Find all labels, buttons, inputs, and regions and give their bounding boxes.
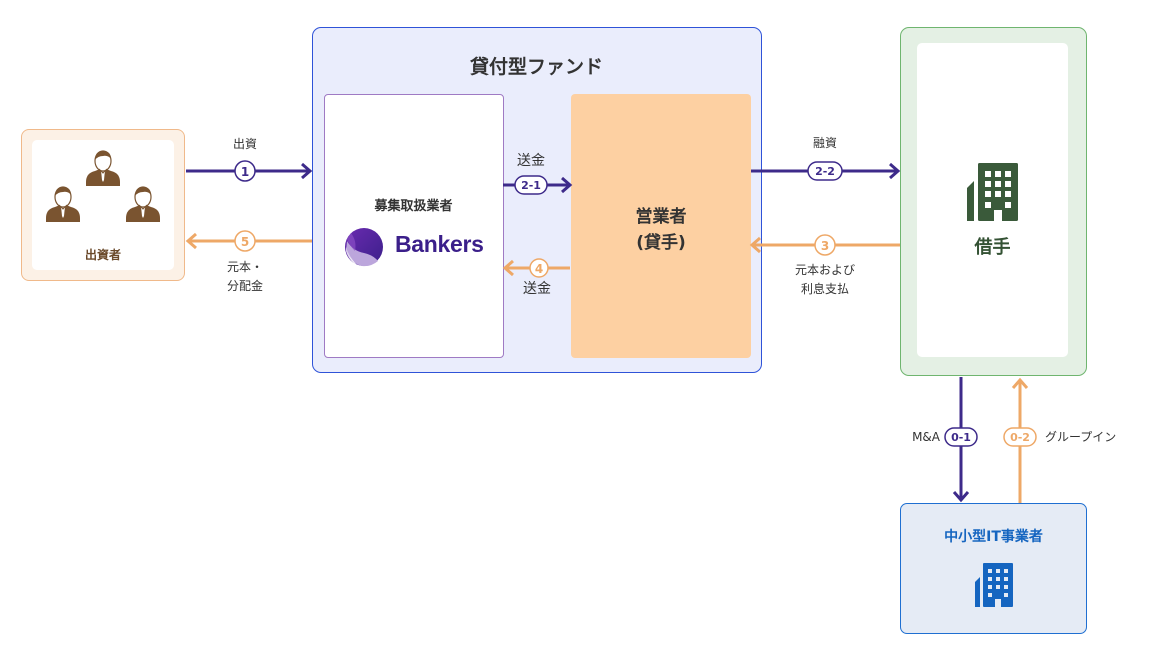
flow-label-5-line2: 分配金 bbox=[226, 279, 263, 293]
step-badge-2-2 bbox=[807, 161, 843, 181]
flow-arrow-3: 3 bbox=[749, 234, 900, 256]
flow-label-3: 元本および 利息支払 bbox=[780, 261, 870, 299]
step-badge-0-1 bbox=[944, 427, 978, 447]
flow-arrow-0-1: 0-1 bbox=[944, 377, 978, 503]
bankers-logo-text: Bankers bbox=[395, 231, 484, 257]
broker-label: 募集取扱業者 bbox=[374, 199, 453, 214]
step-badge-3-text: 3 bbox=[821, 239, 829, 253]
investor-node: 出資者 bbox=[21, 129, 185, 281]
investor-card: 出資者 bbox=[32, 140, 174, 270]
sme-it-label: 中小型IT事業者 bbox=[944, 529, 1043, 545]
step-badge-0-2 bbox=[1003, 427, 1037, 447]
step-badge-5 bbox=[234, 230, 256, 252]
step-badge-4 bbox=[529, 258, 549, 278]
flow-label-2-1: 送金 bbox=[517, 153, 545, 169]
bankers-logo: Bankers bbox=[343, 227, 493, 267]
flow-arrow-0-2: 0-2 bbox=[1003, 377, 1037, 503]
flow-label-3-line2: 利息支払 bbox=[800, 282, 849, 296]
flow-label-0-2: グループイン bbox=[1045, 430, 1117, 444]
building-icon bbox=[967, 163, 1018, 221]
flow-arrow-4: 4 bbox=[502, 258, 570, 278]
flow-label-3-line1: 元本および bbox=[794, 263, 855, 277]
step-badge-1-text: 1 bbox=[241, 165, 249, 179]
bankers-logo-mark-icon bbox=[345, 228, 383, 267]
building-icon bbox=[975, 563, 1013, 607]
flow-label-0-1: M&A bbox=[912, 430, 940, 444]
lender-label-line1: 営業者 bbox=[635, 207, 687, 227]
flow-label-5-line1: 元本・ bbox=[226, 260, 263, 274]
borrower-label: 借手 bbox=[974, 237, 1011, 258]
fund-title: 貸付型ファンド bbox=[469, 56, 603, 78]
borrower-node: 借手 bbox=[900, 27, 1087, 376]
flow-arrow-5: 5 bbox=[185, 230, 312, 252]
flow-arrow-2-1: 2-1 bbox=[503, 175, 573, 195]
lender-node: 営業者 (貸手) bbox=[571, 94, 751, 358]
step-badge-2-1 bbox=[514, 175, 548, 195]
sme-it-node: 中小型IT事業者 bbox=[900, 503, 1087, 634]
step-badge-3 bbox=[814, 234, 836, 256]
step-badge-1 bbox=[234, 160, 256, 182]
investor-label: 出資者 bbox=[84, 248, 121, 262]
lender-label: 営業者 (貸手) bbox=[571, 204, 751, 256]
broker-node: 募集取扱業者 Bankers bbox=[324, 94, 504, 358]
step-badge-0-2-text: 0-2 bbox=[1010, 431, 1030, 444]
flow-label-5: 元本・ 分配金 bbox=[205, 258, 285, 296]
lender-label-line2: (貸手) bbox=[636, 233, 686, 253]
flow-arrow-2-2: 2-2 bbox=[751, 161, 901, 181]
flow-label-1: 出資 bbox=[232, 137, 257, 151]
step-badge-5-text: 5 bbox=[241, 235, 249, 249]
step-badge-2-2-text: 2-2 bbox=[815, 165, 835, 178]
step-badge-0-1-text: 0-1 bbox=[951, 431, 971, 444]
fund-container: 貸付型ファンド 募集取扱業者 Ban bbox=[312, 27, 762, 373]
borrower-card: 借手 bbox=[917, 43, 1068, 357]
step-badge-4-text: 4 bbox=[535, 262, 543, 276]
flow-arrow-1: 1 bbox=[186, 160, 313, 182]
flow-label-2-2: 融資 bbox=[812, 136, 837, 150]
step-badge-2-1-text: 2-1 bbox=[521, 179, 541, 192]
flow-label-4: 送金 bbox=[523, 281, 551, 297]
